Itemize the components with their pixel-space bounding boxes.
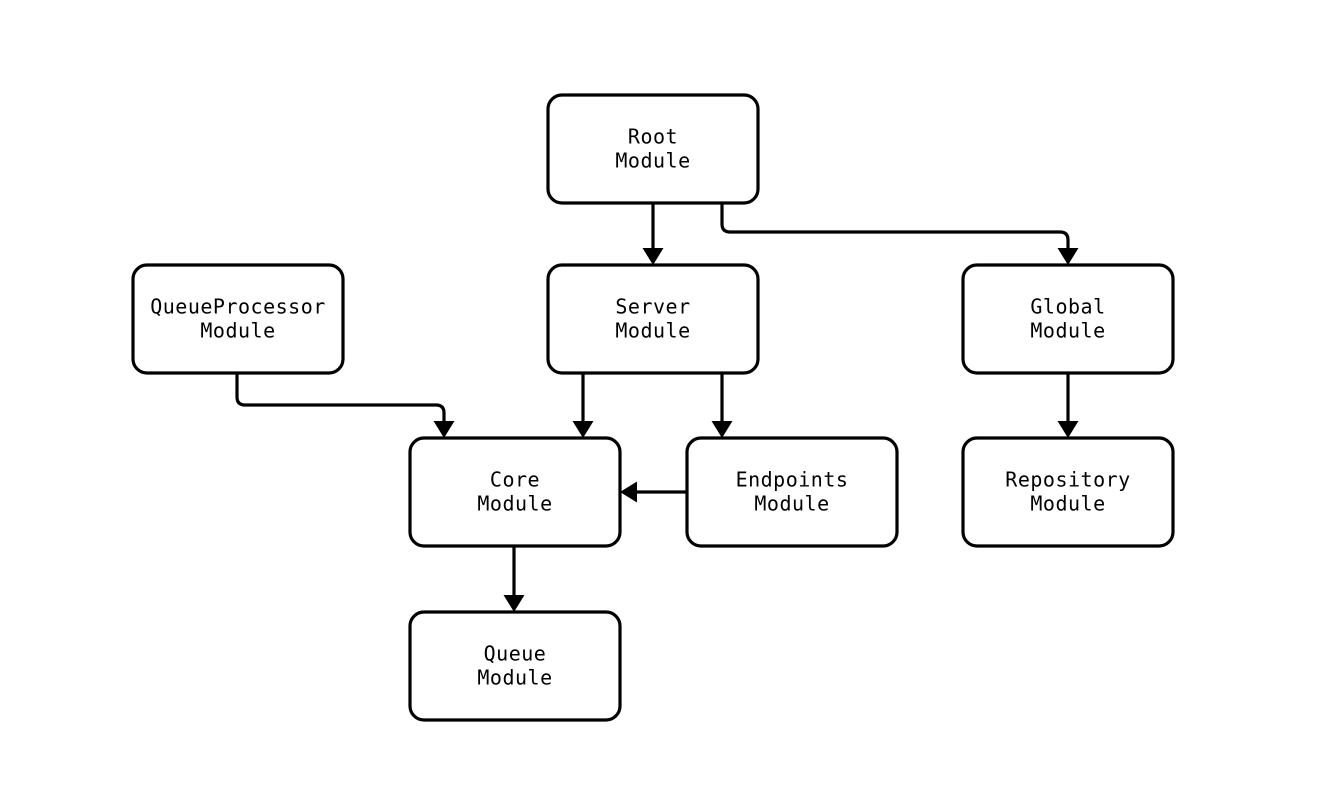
edge-queueprocessor-to-core: [235, 373, 455, 438]
edge-server-to-endpoints: [711, 373, 733, 438]
node-box[interactable]: [408, 436, 622, 548]
edge-line: [720, 203, 1070, 250]
node-subtitle: Module: [754, 492, 829, 516]
edge-root-to-server: [642, 203, 664, 265]
edge-endpoints-to-core: [620, 481, 687, 503]
edge-line: [235, 373, 446, 423]
node-subtitle: Module: [1030, 492, 1105, 516]
edges-layer: [235, 203, 1079, 612]
arrowhead-icon: [642, 248, 664, 265]
nodes-layer: RootModuleQueueProcessorModuleServerModu…: [131, 93, 1175, 722]
node-title: QueueProcessor: [150, 295, 326, 319]
arrowhead-icon: [1057, 248, 1079, 265]
node-subtitle: Module: [615, 319, 690, 343]
node-subtitle: Module: [1030, 319, 1105, 343]
node-subtitle: Module: [200, 319, 275, 343]
arrowhead-icon: [572, 421, 594, 438]
edge-global-to-repository: [1057, 373, 1079, 438]
arrowhead-icon: [503, 595, 525, 612]
node-box[interactable]: [408, 610, 622, 722]
node-subtitle: Module: [477, 492, 552, 516]
node-title: Root: [628, 125, 678, 149]
edge-core-to-queue: [503, 546, 525, 612]
node-box[interactable]: [685, 436, 899, 548]
node-title: Repository: [1005, 468, 1130, 492]
node-title: Queue: [484, 642, 547, 666]
node-box[interactable]: [131, 263, 345, 375]
node-box[interactable]: [546, 93, 760, 205]
node-box[interactable]: [546, 263, 760, 375]
node-box[interactable]: [961, 436, 1175, 548]
arrowhead-icon: [1057, 421, 1079, 438]
node-subtitle: Module: [615, 149, 690, 173]
edge-root-to-global: [720, 203, 1079, 265]
edge-server-to-core: [572, 373, 594, 438]
node-title: Core: [490, 468, 540, 492]
arrowhead-icon: [433, 421, 455, 438]
node-box[interactable]: [961, 263, 1175, 375]
node-title: Global: [1030, 295, 1105, 319]
node-title: Endpoints: [736, 468, 849, 492]
arrowhead-icon: [620, 481, 637, 503]
node-subtitle: Module: [477, 666, 552, 690]
arrowhead-icon: [711, 421, 733, 438]
node-title: Server: [615, 295, 690, 319]
